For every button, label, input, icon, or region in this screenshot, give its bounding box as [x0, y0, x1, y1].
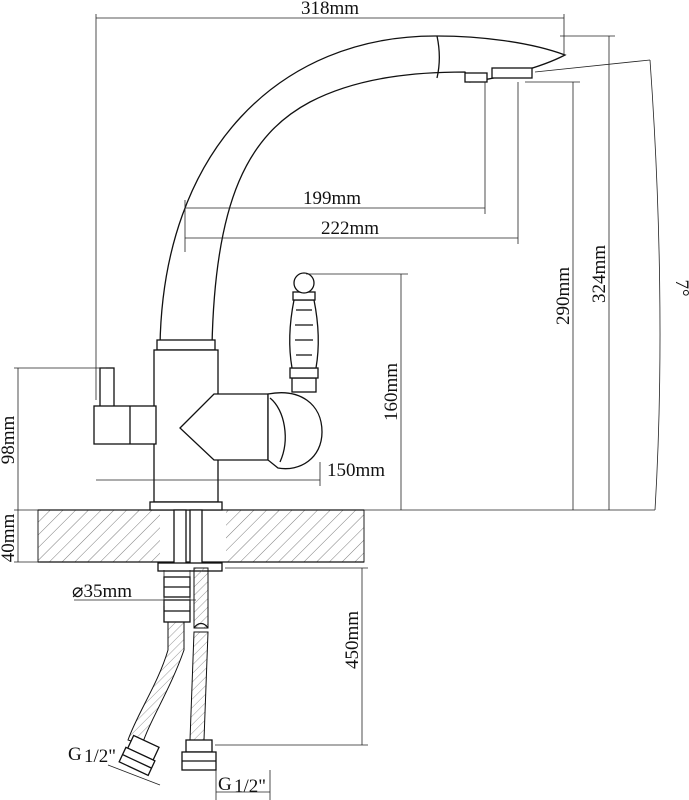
dim-shank-diameter: ⌀35mm: [72, 581, 132, 602]
svg-text:1/2": 1/2": [234, 776, 266, 797]
spout-aerator: [464, 72, 488, 83]
faucet-body: [93, 35, 567, 511]
left-thread-callout: G 1/2": [68, 744, 116, 767]
svg-text:G: G: [68, 744, 82, 765]
under-counter-assembly: [118, 509, 223, 777]
svg-text:G: G: [218, 774, 232, 795]
dim-overall-width: 318mm: [301, 0, 359, 19]
base-plate: [149, 501, 223, 511]
right-handle-neck: [291, 377, 317, 393]
right-thread-callout: G 1/2": [218, 774, 266, 797]
right-hose: [189, 631, 209, 741]
dim-hose-length: 450mm: [342, 611, 363, 669]
dimension-lines: [14, 14, 661, 800]
left-lever-body: [93, 405, 157, 445]
right-handle-knob: [293, 272, 315, 294]
right-handle-ring: [289, 367, 319, 379]
dim-spout-height-inner: 290mm: [553, 267, 574, 325]
shank: [173, 509, 187, 569]
right-valve-knob: [267, 392, 323, 470]
spout: [159, 35, 567, 347]
dim-reach-inner: 199mm: [303, 188, 361, 209]
right-handle-ceramic: [289, 299, 319, 369]
left-lever-handle: [99, 367, 115, 411]
dim-handle-height: 160mm: [381, 363, 402, 421]
spout-aerator-2: [491, 67, 533, 79]
spout-collar: [156, 339, 216, 351]
dim-spout-height-outer: 324mm: [589, 245, 610, 303]
dim-lever-height: 98mm: [0, 416, 19, 465]
dim-deck-thickness: 40mm: [0, 514, 19, 563]
left-fitting: [118, 734, 160, 777]
svg-text:1/2": 1/2": [84, 746, 116, 767]
left-hose: [127, 621, 185, 746]
dim-reach-outer: 222mm: [321, 218, 379, 239]
dim-body-width: 150mm: [327, 460, 385, 481]
dim-spout-angle: 7°: [671, 279, 689, 296]
